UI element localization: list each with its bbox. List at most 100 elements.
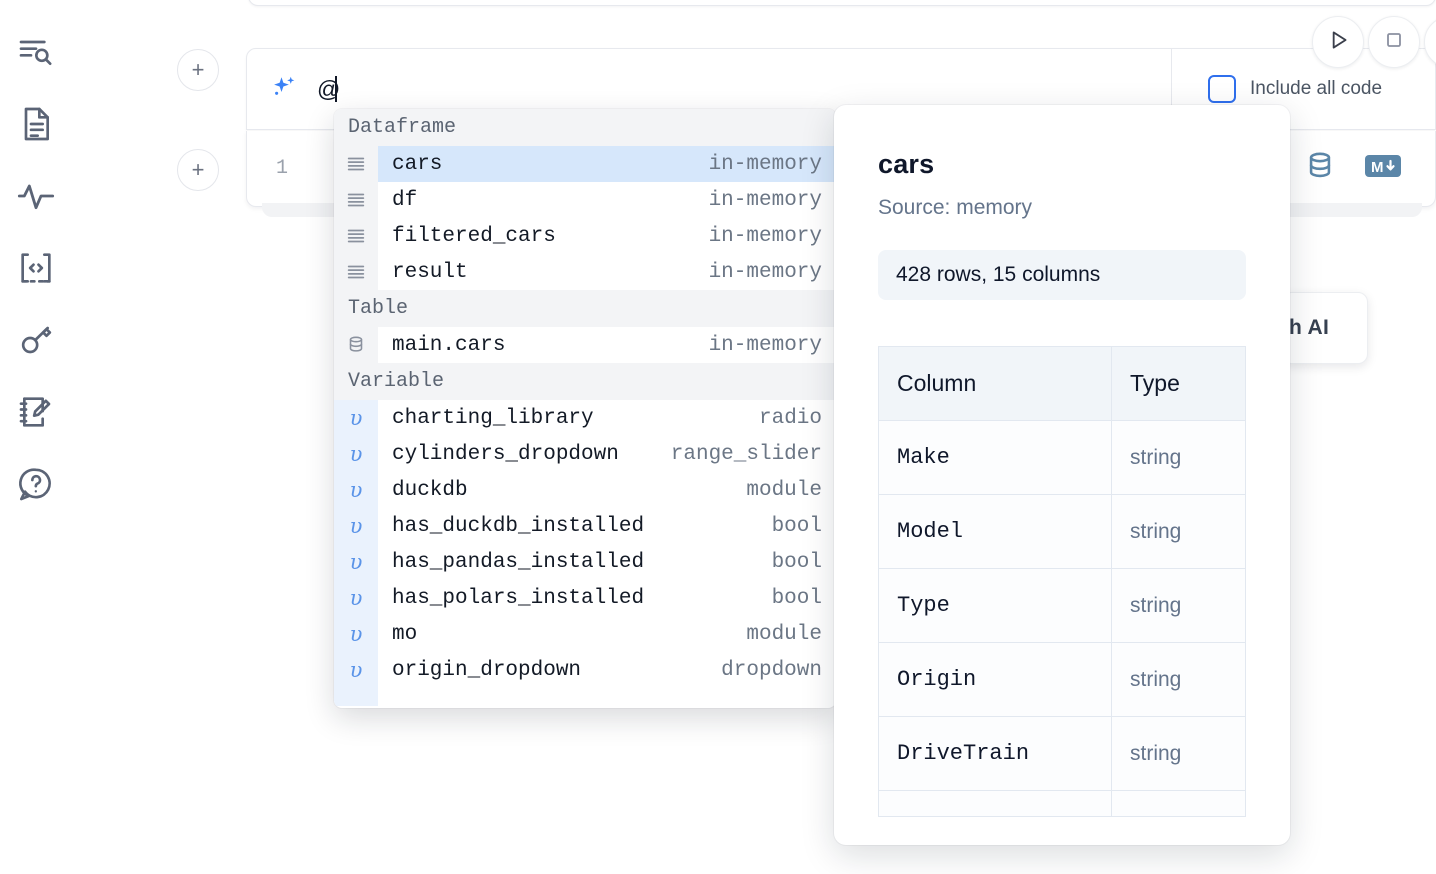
- autocomplete-row-content: has_pandas_installed bool: [378, 544, 836, 580]
- table-database-icon: [334, 327, 378, 363]
- include-all-code-checkbox[interactable]: [1208, 75, 1236, 103]
- code-line-number: 1: [275, 157, 288, 180]
- autocomplete-row-type: in-memory: [708, 152, 822, 176]
- autocomplete-row-name: cylinders_dropdown: [392, 442, 619, 466]
- schema-column-name: Model: [878, 494, 1112, 569]
- variable-icon: υ: [334, 508, 378, 544]
- help-chat-icon: [16, 464, 56, 504]
- explore-search-icon: [16, 32, 56, 72]
- play-icon: [1325, 27, 1351, 58]
- dataframe-icon: [334, 254, 378, 290]
- schema-column-name: Type: [878, 568, 1112, 643]
- sidebar-item-secrets[interactable]: [8, 304, 64, 376]
- code-cell-actions: M: [1303, 131, 1401, 206]
- autocomplete-row-type: in-memory: [708, 260, 822, 284]
- ai-prompt-input-wrap: [317, 75, 1171, 103]
- schema-column-type: [1111, 790, 1246, 817]
- autocomplete-section-header: Dataframe: [334, 109, 836, 146]
- left-sidebar: [0, 0, 72, 874]
- dataframe-icon: [334, 146, 378, 182]
- markdown-icon[interactable]: M: [1365, 153, 1401, 184]
- stop-square-icon: [1382, 28, 1406, 57]
- schema-column-type: string: [1111, 642, 1246, 717]
- autocomplete-row-type: bool: [771, 514, 822, 538]
- variable-icon: [334, 688, 378, 706]
- run-button[interactable]: [1312, 16, 1364, 68]
- autocomplete-row[interactable]: υ cylinders_dropdown range_slider: [334, 436, 836, 472]
- autocomplete-row-type: range_slider: [670, 442, 822, 466]
- schema-column-type: string: [1111, 716, 1246, 791]
- ai-prompt-left: [247, 49, 1171, 129]
- variable-icon: υ: [334, 580, 378, 616]
- autocomplete-row-name: has_pandas_installed: [392, 550, 645, 574]
- autocomplete-row[interactable]: υ has_pandas_installed bool: [334, 544, 836, 580]
- autocomplete-section-header: Table: [334, 290, 836, 327]
- svg-text:M: M: [1371, 159, 1384, 176]
- autocomplete-row-type: in-memory: [708, 188, 822, 212]
- dataframe-detail-panel: cars Source: memory 428 rows, 15 columns…: [834, 105, 1290, 845]
- add-cell-button-top[interactable]: +: [177, 49, 219, 91]
- dataframe-icon: [334, 218, 378, 254]
- sidebar-item-activity[interactable]: [8, 160, 64, 232]
- table-header-row: Column Type: [878, 346, 1246, 421]
- autocomplete-row-type: bool: [771, 586, 822, 610]
- sidebar-item-explore[interactable]: [8, 16, 64, 88]
- database-icon[interactable]: [1303, 149, 1337, 188]
- schema-column-type: string: [1111, 568, 1246, 643]
- detail-shape-badge: 428 rows, 15 columns: [878, 250, 1246, 300]
- key-icon: [16, 320, 56, 360]
- generate-with-ai-button[interactable]: h AI: [1282, 292, 1368, 364]
- autocomplete-row-name: charting_library: [392, 406, 594, 430]
- schema-column-type: string: [1111, 494, 1246, 569]
- dataframe-icon: [334, 182, 378, 218]
- code-snippet-icon: [16, 248, 56, 288]
- autocomplete-row-type: module: [746, 622, 822, 646]
- sidebar-item-notebook[interactable]: [8, 88, 64, 160]
- activity-pulse-icon: [16, 176, 56, 216]
- autocomplete-row-name: has_duckdb_installed: [392, 514, 645, 538]
- schema-column-name: DriveTrain: [878, 716, 1112, 791]
- autocomplete-row-content: [378, 688, 836, 706]
- autocomplete-row-partial[interactable]: [334, 688, 836, 706]
- stop-button[interactable]: [1368, 16, 1420, 68]
- autocomplete-row-type: bool: [771, 550, 822, 574]
- sidebar-item-scratchpad[interactable]: [8, 376, 64, 448]
- schema-column-name: Make: [878, 420, 1112, 495]
- autocomplete-row-content: has_duckdb_installed bool: [378, 508, 836, 544]
- text-caret: [335, 76, 337, 102]
- variable-icon: υ: [334, 544, 378, 580]
- autocomplete-row-name: origin_dropdown: [392, 658, 582, 682]
- variable-icon: υ: [334, 436, 378, 472]
- autocomplete-row[interactable]: υ has_duckdb_installed bool: [334, 508, 836, 544]
- document-icon: [16, 104, 56, 144]
- sidebar-item-help[interactable]: [8, 448, 64, 520]
- schema-column-name: Origin: [878, 642, 1112, 717]
- sparkle-icon: [269, 74, 299, 104]
- add-cell-button-bottom[interactable]: +: [177, 149, 219, 191]
- sidebar-item-snippets[interactable]: [8, 232, 64, 304]
- ai-prompt-input[interactable]: [317, 75, 1171, 103]
- scratchpad-edit-icon: [16, 392, 56, 432]
